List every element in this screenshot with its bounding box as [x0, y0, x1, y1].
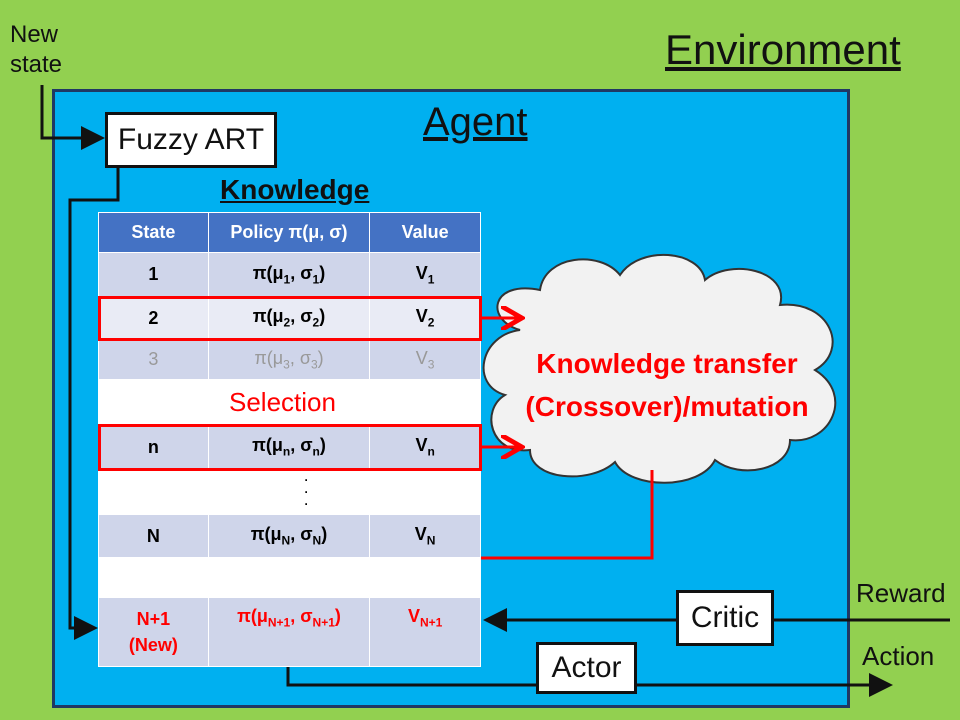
state-cell: 2 [98, 296, 209, 340]
policy-cell: π(μn, σn) [207, 424, 371, 470]
new-state-line1: New [10, 21, 59, 48]
state-cell: 3 [98, 339, 209, 380]
cloud-line1: Knowledge transfer [536, 348, 798, 379]
cloud-text: Knowledge transfer (Crossover)/mutation [492, 342, 842, 428]
new-state-label: New state [10, 20, 62, 80]
new-state-arrow [40, 85, 105, 150]
value-cell: V3 [369, 339, 481, 380]
policy-cell: π(μ3, σ3) [207, 339, 371, 380]
selection-row: Selection [98, 379, 481, 425]
table-row-new: N+1(New)π(μN+1, σN+1)VN+1 [98, 597, 481, 667]
state-cell: N [98, 514, 209, 558]
new-state-line2: state [10, 51, 63, 78]
value-cell: V1 [369, 252, 481, 297]
value-cell: VN+1 [369, 597, 481, 667]
ellipsis-row: · · · [98, 469, 481, 515]
cloud-line2: (Crossover)/mutation [525, 391, 809, 422]
policy-cell: π(μN, σN) [207, 514, 371, 558]
header-state: State [98, 212, 209, 253]
policy-cell: π(μN+1, σN+1) [207, 597, 371, 667]
ellipsis: · · · [98, 469, 481, 515]
agent-title: Agent [423, 100, 528, 144]
actor-box: Actor [536, 642, 637, 694]
state-cell: n [98, 424, 209, 470]
action-arrow [286, 667, 893, 697]
value-cell: V2 [369, 296, 481, 340]
action-label: Action [862, 641, 935, 671]
policy-cell: π(μ1, σ1) [207, 252, 371, 297]
header-policy: Policy π(μ, σ) [207, 212, 371, 253]
knowledge-title: Knowledge [220, 174, 370, 205]
environment-title: Environment [665, 26, 901, 73]
policy-cell: π(μ2, σ2) [207, 296, 371, 340]
fuzzy-art-box: Fuzzy ART [105, 112, 277, 168]
selection-label: Selection [98, 379, 481, 425]
value-cell: VN [369, 514, 481, 558]
reward-label: Reward [856, 578, 946, 608]
state-cell: 1 [98, 252, 209, 297]
state-cell: N+1(New) [98, 597, 209, 667]
critic-box: Critic [676, 590, 774, 646]
blank-row [98, 557, 481, 598]
fuzzy-to-new-arrow [68, 168, 120, 640]
value-cell: Vn [369, 424, 481, 470]
header-value: Value [369, 212, 481, 253]
